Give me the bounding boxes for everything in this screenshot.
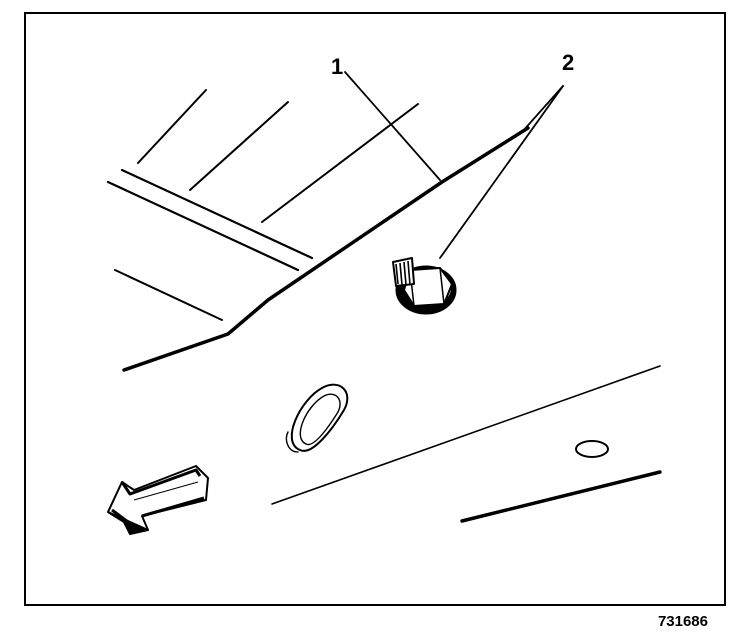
- callout-2: 2: [562, 50, 574, 75]
- round-hole: [575, 440, 609, 458]
- direction-arrow-icon: [107, 465, 209, 535]
- slot-hole: [285, 383, 349, 453]
- panel-edge: [106, 168, 314, 272]
- flange-bolt-icon: [392, 257, 457, 315]
- panel-hatching: [114, 89, 419, 321]
- lower-panel-lines: [271, 365, 662, 523]
- diagram-frame: [24, 12, 726, 606]
- body-crease-line: [122, 126, 530, 372]
- leader-lines: [344, 71, 564, 259]
- callout-1: 1: [331, 54, 343, 79]
- figure-id: 731686: [657, 613, 708, 630]
